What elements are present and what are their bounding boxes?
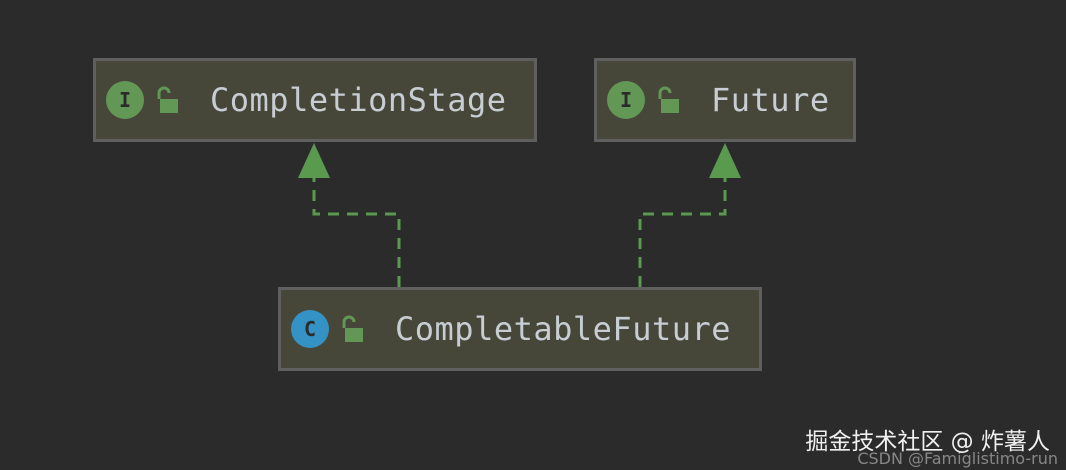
arrowhead-completion-stage <box>298 143 330 178</box>
watermark-sub: CSDN @Famiglistimo-run <box>857 449 1058 468</box>
node-future[interactable]: I Future <box>594 58 856 142</box>
node-label: CompletableFuture <box>395 310 732 348</box>
node-label: Future <box>711 81 830 119</box>
node-completable-future[interactable]: C CompletableFuture <box>278 287 762 371</box>
watermark-main: 掘金技术社区 @ 炸薯人 <box>805 429 1050 455</box>
node-completion-stage[interactable]: I CompletionStage <box>93 58 537 142</box>
unlocked-icon <box>157 86 178 113</box>
edge-implements-future <box>638 176 727 287</box>
interface-icon: I <box>106 81 144 119</box>
interface-icon: I <box>607 81 645 119</box>
arrowhead-future <box>709 143 741 178</box>
class-icon: C <box>291 310 329 348</box>
unlocked-icon <box>342 315 363 342</box>
node-label: CompletionStage <box>210 81 507 119</box>
edge-implements-completion-stage <box>312 176 401 287</box>
unlocked-icon <box>658 86 679 113</box>
